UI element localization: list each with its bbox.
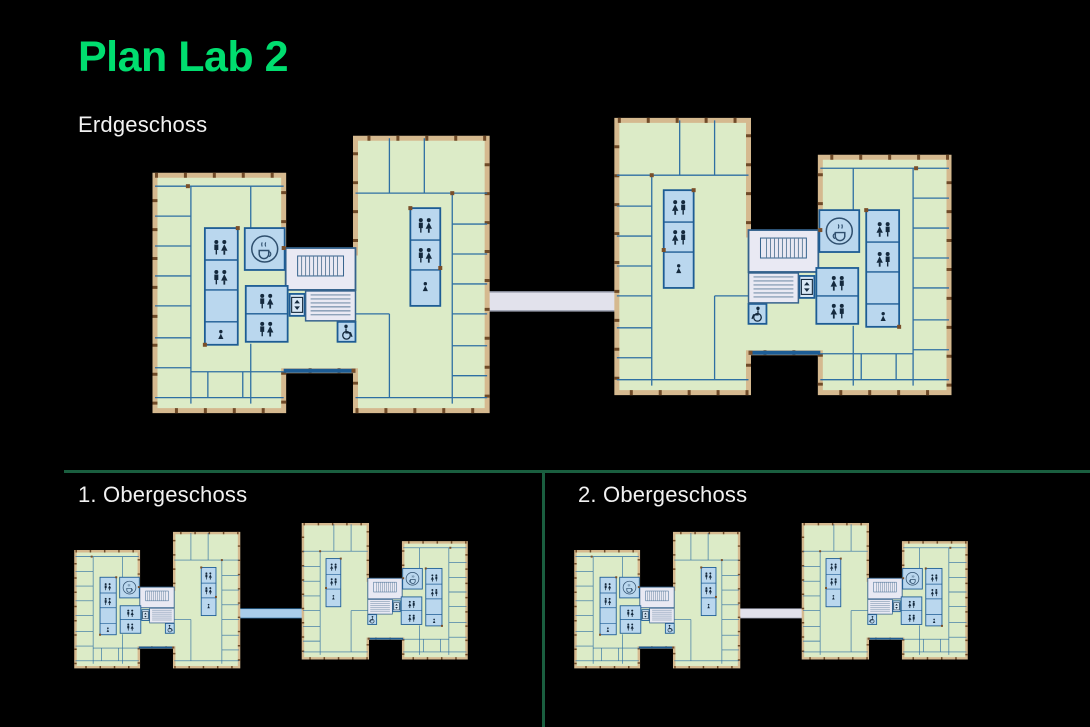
lab-building-west — [75, 533, 239, 667]
section-divider-vertical — [542, 470, 545, 727]
bridge-connector — [484, 291, 620, 312]
floor-label-obergeschoss-1: 1. Obergeschoss — [78, 482, 248, 507]
bridge-connector — [737, 608, 805, 619]
floorplan-obergeschoss-1 — [73, 514, 469, 670]
floor-label-obergeschoss-2: 2. Obergeschoss — [578, 482, 748, 507]
lab-building-west — [155, 138, 487, 410]
lab-building-east — [303, 524, 467, 658]
lab-building-east — [803, 524, 967, 658]
lab-building-east — [617, 120, 949, 392]
bridge-connector — [237, 608, 305, 619]
section-divider-horizontal — [64, 470, 1090, 473]
page-title: Plan Lab 2 — [78, 33, 289, 81]
floor-label-erdgeschoss: Erdgeschoss — [78, 112, 208, 137]
lab-building-west — [575, 533, 739, 667]
floorplan-obergeschoss-2 — [573, 514, 969, 670]
floorplan-erdgeschoss — [150, 100, 954, 416]
